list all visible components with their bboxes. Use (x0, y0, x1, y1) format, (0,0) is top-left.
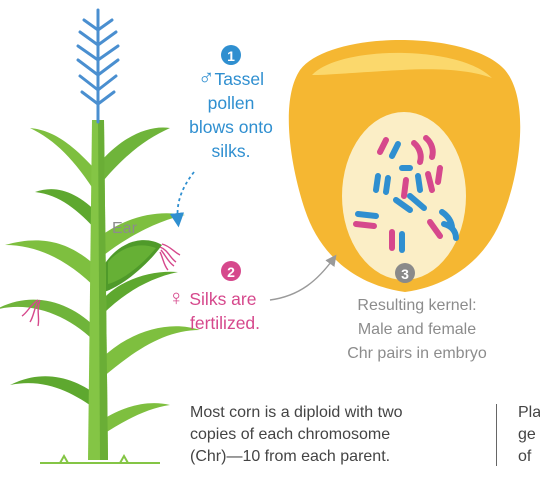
step-1-number: 1 (227, 48, 235, 64)
footnote-line-3: (Chr)—10 from each parent. (190, 446, 480, 468)
footnote-right-line-3: of (518, 446, 540, 468)
step-2-line-2: fertilized. (168, 311, 278, 335)
female-symbol-icon: ♀ (168, 285, 185, 310)
step-1-description: ♂Tassel pollen blows onto silks. (176, 66, 286, 163)
footnote-right-line-2: ge (518, 424, 540, 446)
kernel-caption-line-3: Chr pairs in embryo (310, 342, 524, 366)
corn-plant-icon (0, 10, 200, 463)
ear-label: Ear (112, 217, 137, 241)
kernel-caption-line-2: Male and female (310, 318, 524, 342)
male-symbol-icon: ♂ (198, 65, 215, 90)
step-1-line-3: blows onto (176, 115, 286, 139)
footnote-line-2: copies of each chromosome (190, 424, 480, 446)
footnote-right-line-1: Pla (518, 402, 540, 424)
kernel-caption: Resulting kernel: Male and female Chr pa… (310, 294, 524, 366)
step-1-line-4: silks. (176, 139, 286, 163)
footnote-line-1: Most corn is a diploid with two (190, 402, 480, 424)
kernel-caption-line-1: Resulting kernel: (310, 294, 524, 318)
step-2-description: ♀ Silks are fertilized. (168, 286, 278, 335)
step-3-number: 3 (401, 266, 409, 282)
step-1-line-2: pollen (176, 91, 286, 115)
step-2-line-1: Silks are (189, 289, 256, 309)
step-2-number: 2 (227, 264, 235, 280)
step-1-line-1: Tassel (214, 69, 264, 89)
footnote: Most corn is a diploid with two copies o… (190, 402, 480, 468)
footnote-divider (496, 404, 497, 466)
footnote-right: Pla ge of (518, 402, 540, 468)
tassel-icon (78, 10, 118, 122)
